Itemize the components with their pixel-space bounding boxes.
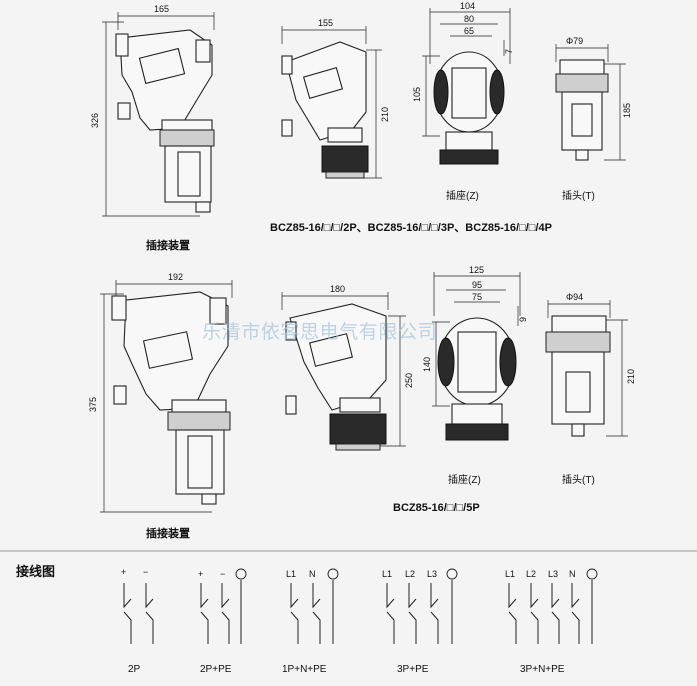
wiring-diagram-1p-n-pe: L1 N 1P+N+PE [282, 568, 339, 675]
wiring-name: 1P+N+PE [282, 664, 327, 675]
ground-icon [446, 568, 458, 580]
model-title-top: BCZ85-16/□/□/2P、BCZ85-16/□/□/3P、BCZ85-16… [270, 222, 552, 234]
plug-height-dim: 185 [622, 103, 632, 118]
front-mid-dim: 80 [464, 14, 474, 24]
wiring-name: 3P+PE [397, 664, 429, 675]
socket-width-dim: 155 [318, 18, 333, 28]
assembly-label-top: 插接装置 [146, 238, 190, 252]
plug-label-bottom: 插头(T) [562, 473, 595, 486]
socket-label-top: 插座(Z) [446, 189, 479, 202]
plug-height-dim-bottom: 210 [626, 369, 636, 384]
assembly-width-dim: 165 [154, 4, 169, 14]
plug-drawing-bottom [545, 300, 628, 437]
wiring-name: 3P+N+PE [520, 664, 565, 675]
front-offset-dim-bottom: 9 [518, 317, 528, 322]
plug-dia-dim: Φ79 [566, 36, 583, 46]
wiring-diagram-2p-pe: + − 2P+PE [198, 568, 247, 675]
plug-dia-dim-bottom: Φ94 [566, 292, 583, 302]
front-outer-dim-bottom: 125 [469, 265, 484, 275]
front-inner-dim-bottom: 75 [472, 292, 482, 302]
front-outer-dim: 104 [460, 1, 475, 11]
plug-drawing-top [555, 44, 626, 161]
assembly-width-dim-bottom: 192 [168, 272, 183, 282]
assembly-drawing-top [102, 12, 215, 217]
front-view-drawing-top [422, 8, 511, 165]
wiring-diagram-3p-n-pe: L1 L2 L3 N 3P+N+PE [505, 568, 598, 675]
front-offset-dim: 7 [504, 49, 514, 54]
terminal-label: N [309, 569, 316, 579]
watermark: 乐清市依客思电气有限公司 [202, 321, 437, 343]
terminal-label: − [220, 569, 225, 579]
socket-width-dim-bottom: 180 [330, 284, 345, 294]
model-title-bottom: BCZ85-16/□/□/5P [393, 502, 480, 514]
assembly-height-dim: 326 [90, 113, 100, 128]
wiring-diagram-2p: + − 2P [121, 567, 154, 675]
terminal-label: + [198, 569, 203, 579]
wiring-name: 2P+PE [200, 664, 232, 675]
wiring-title: 接线图 [16, 564, 55, 579]
terminal-label: L3 [427, 569, 437, 579]
front-inner-dim: 65 [464, 26, 474, 36]
assembly-height-dim-bottom: 375 [88, 397, 98, 412]
terminal-label: L1 [505, 569, 515, 579]
terminal-label: − [143, 567, 148, 577]
terminal-label: L1 [382, 569, 392, 579]
socket-height-dim: 210 [380, 107, 390, 122]
socket-label-bottom: 插座(Z) [448, 473, 481, 486]
terminal-label: L3 [548, 569, 558, 579]
terminal-label: N [569, 569, 576, 579]
front-height-dim-bottom: 140 [422, 357, 432, 372]
terminal-label: + [121, 567, 126, 577]
ground-icon [586, 568, 598, 580]
socket-height-dim-bottom: 250 [404, 373, 414, 388]
wiring-diagram-3p-pe: L1 L2 L3 3P+PE [382, 568, 458, 675]
front-mid-dim-bottom: 95 [472, 280, 482, 290]
terminal-label: L2 [405, 569, 415, 579]
terminal-label: L1 [286, 569, 296, 579]
assembly-drawing-bottom [100, 280, 233, 513]
socket-drawing-top [281, 26, 382, 179]
socket-drawing-bottom [281, 292, 406, 451]
ground-icon [235, 568, 247, 580]
plug-label-top: 插头(T) [562, 189, 595, 202]
front-view-drawing-bottom [432, 272, 521, 441]
wiring-name: 2P [128, 664, 141, 675]
ground-icon [327, 568, 339, 580]
terminal-label: L2 [526, 569, 536, 579]
assembly-label-bottom: 插接装置 [146, 526, 190, 540]
front-height-dim: 105 [412, 87, 422, 102]
